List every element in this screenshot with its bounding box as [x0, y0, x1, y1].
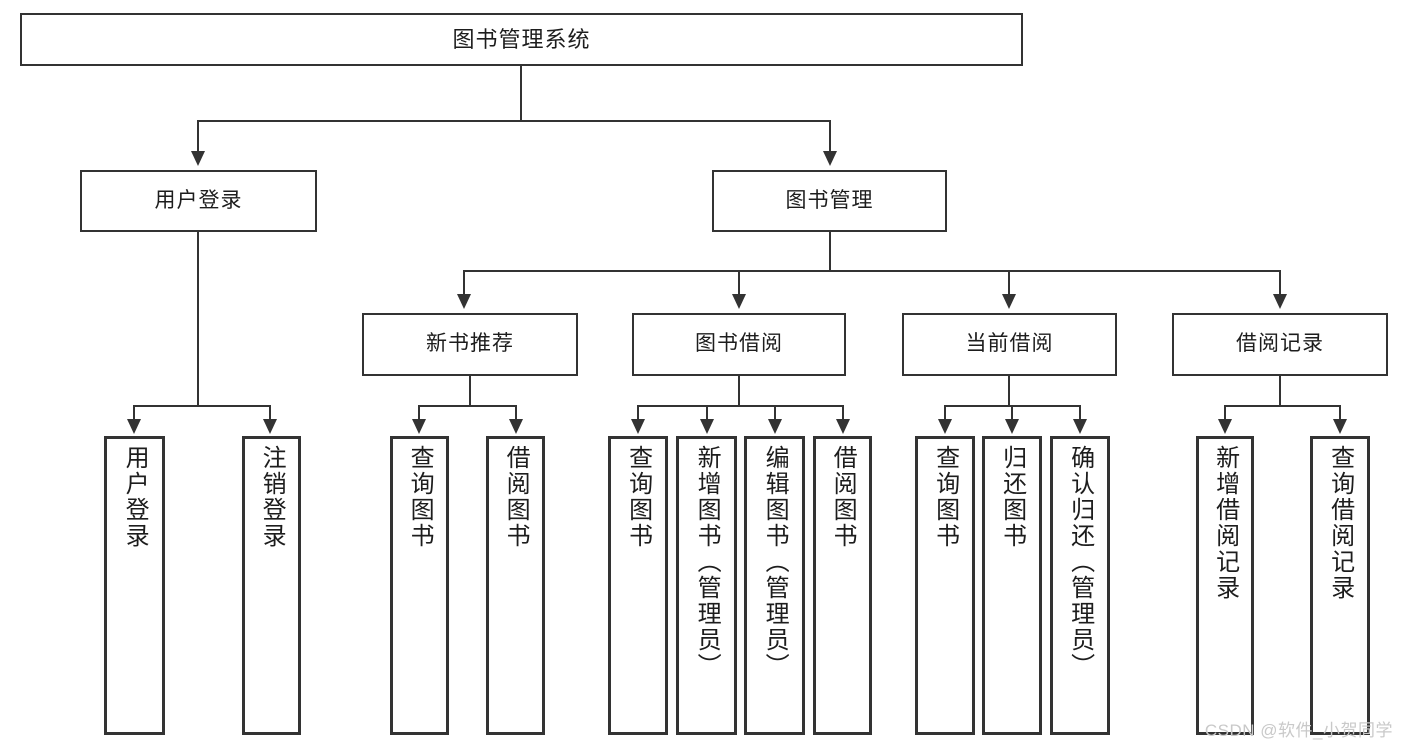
- leaf-label: 注销登录: [258, 445, 286, 549]
- node-label: 图书借阅: [695, 332, 783, 356]
- leaf-borrow-borrow-book[interactable]: 借阅图书: [813, 436, 872, 735]
- leaf-label: 借阅图书: [502, 445, 530, 549]
- node-label: 当前借阅: [965, 332, 1054, 356]
- connector-drop-bb-leaf-1: [637, 405, 639, 421]
- connector-drop-bb-leaf-3: [774, 405, 776, 421]
- leaf-user-login[interactable]: 用户登录: [104, 436, 165, 735]
- leaf-current-confirm-return[interactable]: 确认归还（管理员）: [1050, 436, 1110, 735]
- leaf-label: 查询图书: [406, 445, 434, 549]
- connector-bar-borrow-record-leaves: [1224, 405, 1340, 407]
- connector-drop-leaf-user-login: [133, 405, 135, 421]
- connector-drop-current-borrow: [1008, 270, 1010, 296]
- connector-drop-book-manage: [829, 120, 831, 153]
- connector-bar-level2: [198, 120, 830, 122]
- node-new-book-recommend[interactable]: 新书推荐: [362, 313, 578, 376]
- leaf-label: 新增图书（管理员）: [693, 445, 721, 679]
- leaf-borrow-query-book[interactable]: 查询图书: [608, 436, 668, 735]
- arrowhead-leaf-logout: [263, 419, 277, 434]
- leaf-label: 查询图书: [931, 445, 959, 549]
- node-current-borrow[interactable]: 当前借阅: [902, 313, 1117, 376]
- connector-new-book-stem: [469, 376, 471, 406]
- leaf-label: 查询借阅记录: [1326, 445, 1354, 601]
- leaf-label: 新增借阅记录: [1211, 445, 1239, 601]
- connector-drop-cb-leaf-1: [944, 405, 946, 421]
- arrowhead-leaf-user-login: [127, 419, 141, 434]
- arrowhead-bb-leaf-4: [836, 419, 850, 434]
- node-borrow-record[interactable]: 借阅记录: [1172, 313, 1388, 376]
- leaf-current-query-book[interactable]: 查询图书: [915, 436, 975, 735]
- arrowhead-cb-leaf-3: [1073, 419, 1087, 434]
- arrowhead-book-manage: [823, 151, 837, 166]
- node-book-management[interactable]: 图书管理: [712, 170, 947, 232]
- connector-bar-user-login-leaves: [133, 405, 269, 407]
- leaf-label: 确认归还（管理员）: [1066, 445, 1094, 679]
- arrowhead-bb-leaf-3: [768, 419, 782, 434]
- arrowhead-new-book: [457, 294, 471, 309]
- arrowhead-cb-leaf-2: [1005, 419, 1019, 434]
- connector-drop-user-login: [197, 120, 199, 153]
- arrowhead-br-leaf-2: [1333, 419, 1347, 434]
- connector-drop-bb-leaf-4: [842, 405, 844, 421]
- node-user-login[interactable]: 用户登录: [80, 170, 317, 232]
- arrowhead-nb-leaf-2: [509, 419, 523, 434]
- connector-drop-nb-leaf-1: [418, 405, 420, 421]
- node-label: 图书管理系统: [452, 26, 591, 52]
- node-label: 用户登录: [154, 188, 243, 212]
- connector-book-manage-stem: [829, 232, 831, 272]
- connector-drop-cb-leaf-2: [1011, 405, 1013, 421]
- connector-drop-leaf-logout: [269, 405, 271, 421]
- connector-drop-new-book: [463, 270, 465, 296]
- leaf-label: 查询图书: [624, 445, 652, 549]
- arrowhead-borrow-record: [1273, 294, 1287, 309]
- arrowhead-user-login: [191, 151, 205, 166]
- leaf-label: 借阅图书: [829, 445, 857, 549]
- connector-drop-cb-leaf-3: [1079, 405, 1081, 421]
- leaf-label: 归还图书: [998, 445, 1026, 549]
- leaf-record-query-record[interactable]: 查询借阅记录: [1310, 436, 1370, 735]
- connector-bar-book-borrow-leaves: [637, 405, 843, 407]
- connector-book-borrow-stem: [738, 376, 740, 406]
- connector-drop-br-leaf-2: [1339, 405, 1341, 421]
- node-label: 图书管理: [785, 188, 874, 212]
- connector-user-login-stem: [197, 232, 199, 406]
- leaf-label: 用户登录: [121, 445, 149, 549]
- connector-root-stem: [520, 66, 522, 121]
- leaf-logout[interactable]: 注销登录: [242, 436, 301, 735]
- connector-bar-level3: [463, 270, 1280, 272]
- leaf-newbook-borrow-book[interactable]: 借阅图书: [486, 436, 545, 735]
- connector-drop-bb-leaf-2: [706, 405, 708, 421]
- arrowhead-bb-leaf-2: [700, 419, 714, 434]
- leaf-current-return-book[interactable]: 归还图书: [982, 436, 1042, 735]
- leaf-borrow-edit-book[interactable]: 编辑图书（管理员）: [744, 436, 805, 735]
- connector-current-borrow-stem: [1008, 376, 1010, 406]
- node-label: 借阅记录: [1236, 332, 1324, 356]
- connector-drop-borrow-record: [1279, 270, 1281, 296]
- arrowhead-cb-leaf-1: [938, 419, 952, 434]
- leaf-label: 编辑图书（管理员）: [761, 445, 789, 679]
- node-label: 新书推荐: [426, 332, 514, 356]
- arrowhead-bb-leaf-1: [631, 419, 645, 434]
- arrowhead-book-borrow: [732, 294, 746, 309]
- arrowhead-br-leaf-1: [1218, 419, 1232, 434]
- connector-borrow-record-stem: [1279, 376, 1281, 406]
- arrowhead-nb-leaf-1: [412, 419, 426, 434]
- leaf-borrow-add-book[interactable]: 新增图书（管理员）: [676, 436, 737, 735]
- connector-bar-new-book-leaves: [418, 405, 516, 407]
- connector-drop-nb-leaf-2: [515, 405, 517, 421]
- node-book-borrow[interactable]: 图书借阅: [632, 313, 846, 376]
- node-root-system[interactable]: 图书管理系统: [20, 13, 1023, 66]
- connector-drop-br-leaf-1: [1224, 405, 1226, 421]
- connector-drop-book-borrow: [738, 270, 740, 296]
- leaf-record-add-record[interactable]: 新增借阅记录: [1196, 436, 1254, 735]
- arrowhead-current-borrow: [1002, 294, 1016, 309]
- leaf-newbook-query-book[interactable]: 查询图书: [390, 436, 449, 735]
